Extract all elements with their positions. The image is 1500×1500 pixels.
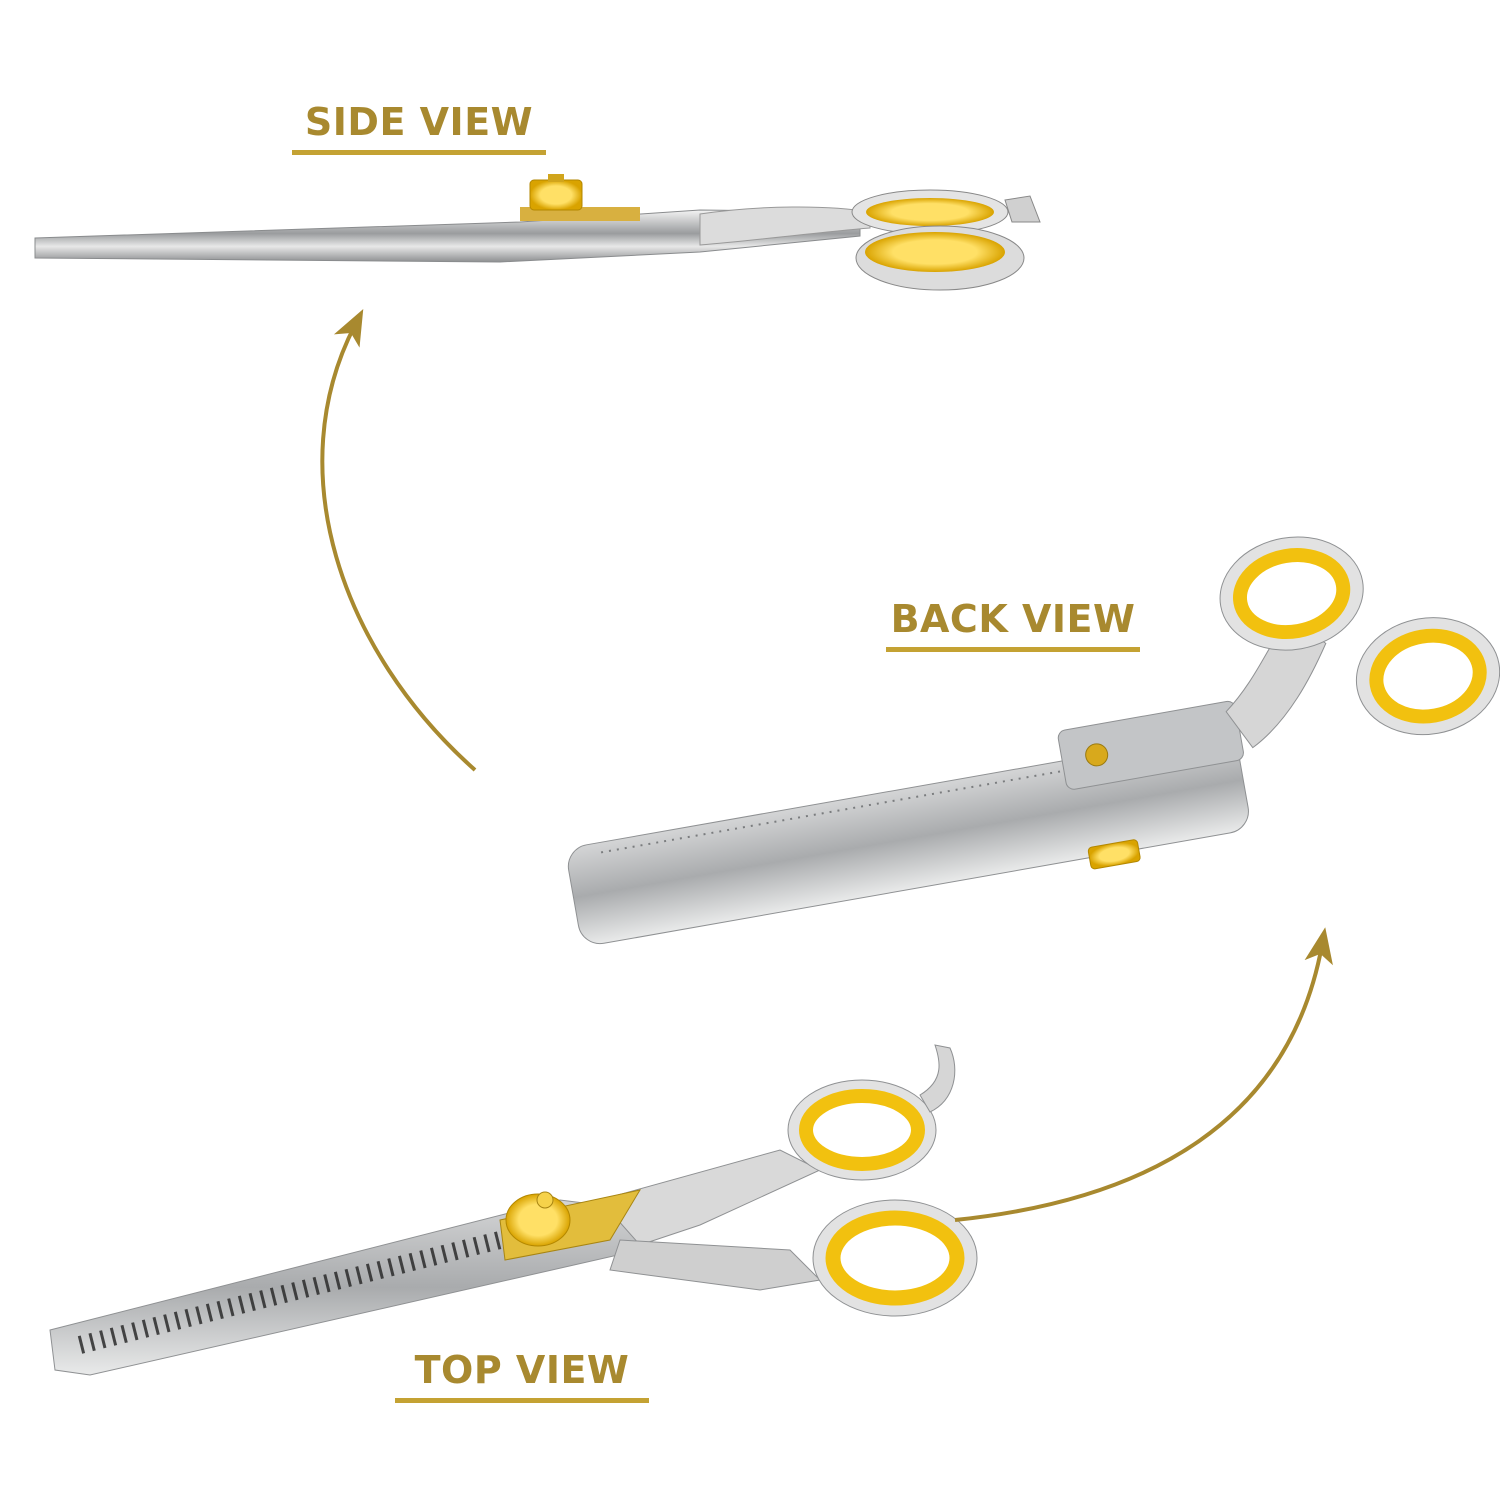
- side-view-label: SIDE VIEW: [292, 100, 546, 155]
- back-view-scissors: [567, 536, 1500, 945]
- back-view-text: BACK VIEW: [890, 597, 1136, 641]
- back-view-underline: [886, 647, 1140, 652]
- back-view-label: BACK VIEW: [886, 597, 1140, 652]
- arrow-curved-right-up-icon: [954, 927, 1333, 1222]
- side-view-text: SIDE VIEW: [304, 100, 534, 144]
- top-view-label: TOP VIEW: [395, 1348, 649, 1403]
- side-view-underline: [292, 150, 546, 155]
- top-view-text: TOP VIEW: [414, 1348, 630, 1392]
- top-view-scissors: [49, 1044, 978, 1376]
- top-view-underline: [395, 1398, 649, 1403]
- arrow-curved-up-icon: [320, 309, 477, 772]
- side-view-scissors: [34, 174, 1041, 291]
